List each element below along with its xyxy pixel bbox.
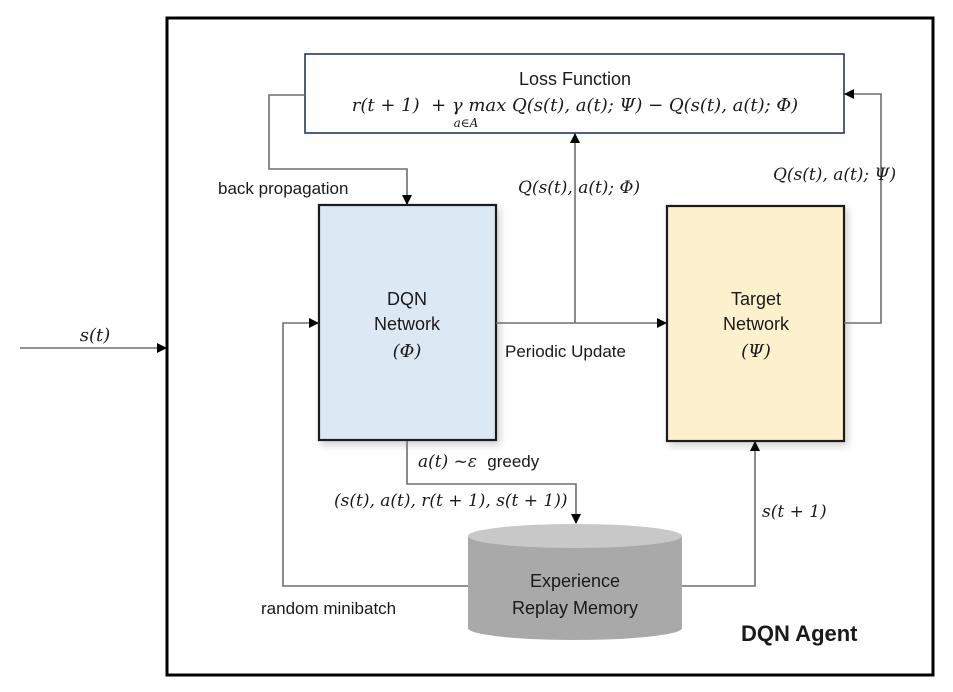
target-network-label-1: Target xyxy=(731,289,781,309)
memory-label-2: Replay Memory xyxy=(512,598,638,618)
periodic-update-label: Periodic Update xyxy=(505,342,626,361)
q-psi-label: Q(s(t), a(t); Ψ) xyxy=(773,165,896,185)
random-minibatch-connector xyxy=(282,318,468,587)
next-state-connector xyxy=(682,441,760,587)
q-psi-connector xyxy=(844,89,882,324)
random-minibatch-label: random minibatch xyxy=(261,599,396,618)
dqn-network-label-3: (Φ) xyxy=(393,341,422,362)
experience-replay-memory xyxy=(468,524,682,640)
loss-function-formula: r(t + 1) + γ max Q(s(t), a(t); Ψ) − Q(s(… xyxy=(352,95,798,116)
dqn-network-box xyxy=(317,203,498,442)
target-network-box xyxy=(665,204,846,443)
transition-connector xyxy=(406,441,581,524)
memory-label-1: Experience xyxy=(530,571,620,591)
action-label: a(t) ~ε greedy xyxy=(418,452,540,472)
loss-function-subscript: a∈A xyxy=(454,116,479,130)
agent-title: DQN Agent xyxy=(741,621,858,646)
action-greedy: greedy xyxy=(487,452,539,471)
back-propagation-connector xyxy=(268,94,412,205)
dqn-network-label-1: DQN xyxy=(387,289,427,309)
dqn-network-label-2: Network xyxy=(374,314,441,334)
target-network-label-3: (Ψ) xyxy=(741,341,771,362)
next-state-label: s(t + 1) xyxy=(762,502,827,522)
action-epsilon: a(t) ~ε xyxy=(418,452,477,472)
q-phi-label: Q(s(t), a(t); Φ) xyxy=(518,178,640,198)
target-network-label-2: Network xyxy=(723,314,790,334)
transition-label: (s(t), a(t), r(t + 1), s(t + 1)) xyxy=(334,491,568,511)
input-state-label: s(t) xyxy=(80,325,111,346)
loss-function-box xyxy=(304,53,845,134)
back-propagation-label: back propagation xyxy=(218,179,348,198)
loss-function-title: Loss Function xyxy=(519,69,631,89)
